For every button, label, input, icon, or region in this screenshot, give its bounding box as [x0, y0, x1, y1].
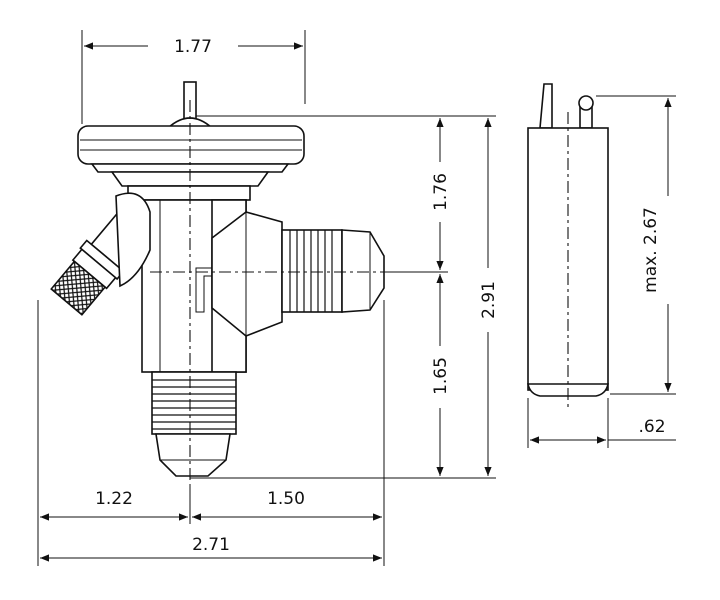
inlet-flare-tip [155, 433, 231, 477]
dim-total-height: 2.91 [479, 281, 499, 319]
dim-right-offset: 1.50 [267, 489, 305, 509]
inlet-thread-lines [152, 379, 236, 430]
sensing-bulb-view [527, 83, 609, 408]
dim-diaphragm-width: 1.77 [174, 37, 212, 57]
dim-left-offset: 1.22 [95, 489, 133, 509]
dim-bulb-diameter: .62 [638, 417, 665, 437]
knurled-cap [50, 260, 107, 316]
outlet-thread [281, 229, 343, 313]
bulb-dimensions: max. 2.67 .62 [527, 95, 676, 448]
bulb-stub-ball [578, 95, 594, 111]
bulb-capillary [539, 83, 553, 129]
diaphragm-cap [77, 125, 305, 165]
dim-total-width: 2.71 [192, 535, 230, 555]
outlet-hex-nut [211, 211, 283, 337]
outlet-flare-tip [341, 229, 385, 313]
valve-body-view [50, 81, 392, 484]
outlet-thread-lines [289, 230, 333, 312]
inlet-thread [151, 371, 237, 435]
dim-upper-height: 1.76 [431, 173, 451, 211]
dim-lower-height: 1.65 [431, 357, 451, 395]
dim-bulb-length: max. 2.67 [641, 207, 661, 293]
valve-dimensions: 1.77 1.76 1.65 2.91 1.22 1.50 2.71 [37, 30, 499, 566]
